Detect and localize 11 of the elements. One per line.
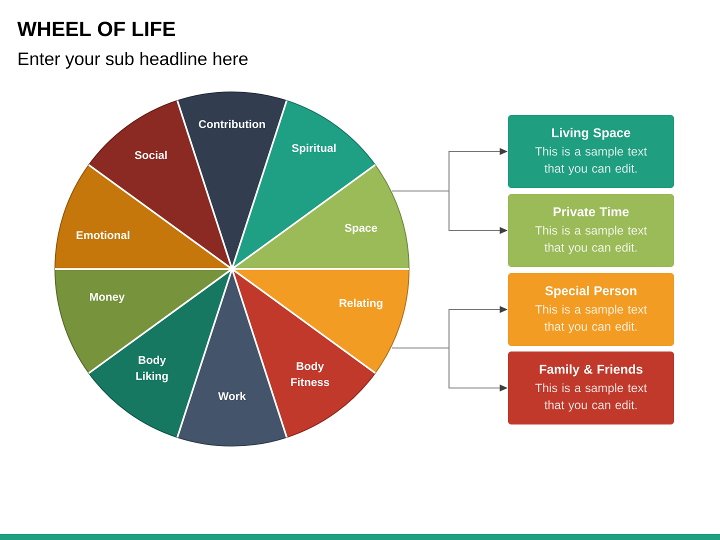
wheel-segment: Work [176, 266, 288, 447]
info-box: Family & Friends This is a sample text that you can edit. [508, 352, 674, 424]
wheel-segment: Contribution [176, 91, 288, 272]
subtitle: Enter your sub headline here [18, 52, 248, 69]
connector-line [392, 190, 449, 192]
info-box: Private Time This is a sample text that you can edit. [508, 194, 674, 267]
info-box: Special Person This is a sample text that you can edit. [508, 273, 674, 346]
connector-line [392, 347, 449, 349]
wheel-segment: Emotional [54, 164, 235, 270]
title: WHEEL OF LIFE [17, 22, 176, 36]
info-box: Living Space This is a sample text that you can edit. [508, 115, 674, 188]
